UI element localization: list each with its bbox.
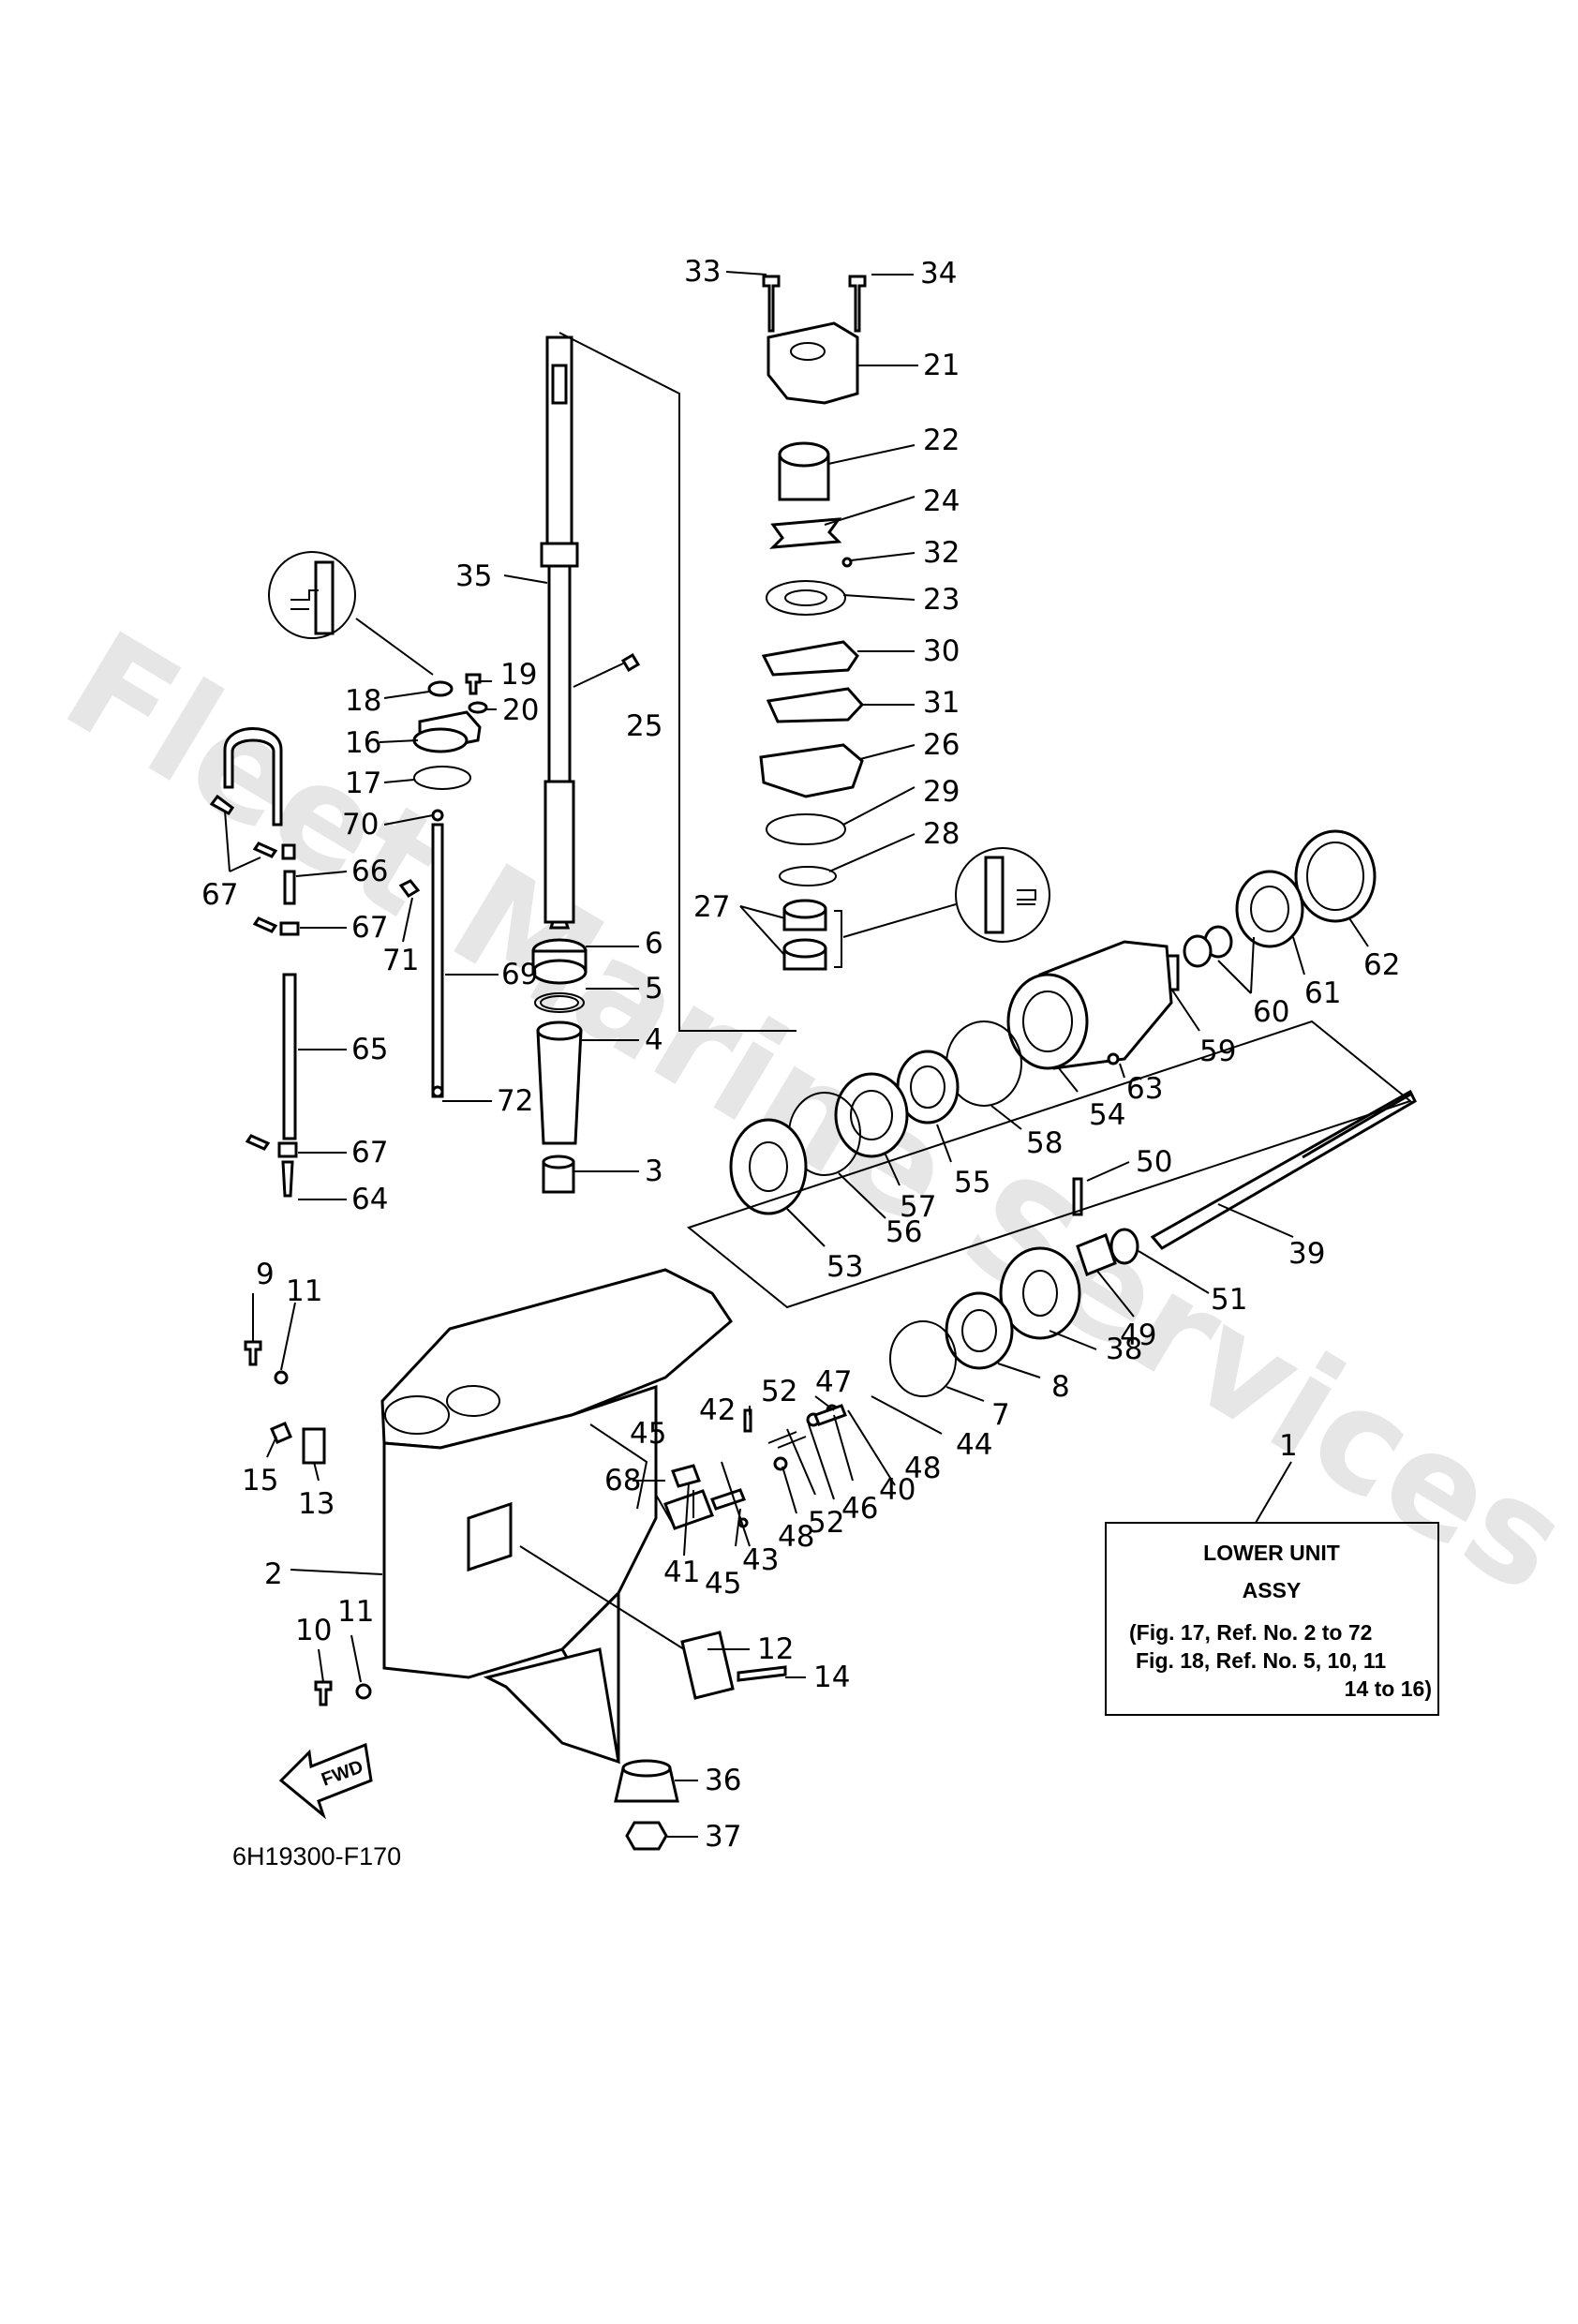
callout-67a: 67 (201, 878, 238, 912)
callout-27: 27 (693, 890, 730, 924)
callout-7: 7 (991, 1398, 1010, 1432)
callout-15: 15 (242, 1464, 278, 1497)
callout-38: 38 (1106, 1333, 1142, 1366)
info-box: LOWER UNIT ASSY (Fig. 17, Ref. No. 2 to … (1105, 1461, 1439, 1716)
callout-35: 35 (455, 559, 492, 593)
callout-68: 68 (604, 1464, 641, 1497)
callout-53: 53 (826, 1250, 863, 1284)
callout-44: 44 (956, 1428, 992, 1462)
callout-47: 47 (815, 1365, 852, 1399)
water-tube-group (209, 727, 300, 1198)
callout-9: 9 (256, 1258, 275, 1291)
callout-32: 32 (923, 536, 960, 570)
callout-21: 21 (923, 349, 960, 382)
callout-12: 12 (757, 1632, 794, 1666)
shift-rod-group (268, 551, 488, 1098)
callout-11b: 11 (337, 1595, 374, 1629)
callout-17: 17 (345, 767, 381, 800)
callout-48a: 48 (904, 1452, 941, 1485)
callout-10: 10 (295, 1614, 332, 1647)
callout-67c: 67 (351, 1136, 388, 1169)
callout-6: 6 (645, 927, 663, 961)
figure-caption: 6H19300-F170 (232, 1842, 401, 1870)
shift-mech-group (663, 1404, 847, 1530)
callout-56: 56 (886, 1215, 922, 1249)
callout-65: 65 (351, 1033, 388, 1066)
callout-31: 31 (923, 686, 960, 720)
callout-19: 19 (500, 658, 537, 692)
callout-30: 30 (923, 634, 960, 668)
callout-41: 41 (663, 1556, 700, 1589)
callout-24: 24 (923, 484, 960, 518)
callout-51: 51 (1211, 1283, 1247, 1317)
callout-54: 54 (1089, 1098, 1125, 1132)
callout-26: 26 (923, 728, 960, 762)
box-title: LOWER UNIT (1203, 1541, 1340, 1565)
callout-49: 49 (1120, 1318, 1156, 1352)
propeller-shaft-group (686, 829, 1417, 1397)
gear-case-group (244, 1268, 733, 1765)
callout-50: 50 (1136, 1145, 1172, 1179)
callout-1: 1 (1279, 1429, 1298, 1463)
callout-66: 66 (351, 855, 388, 888)
callout-55: 55 (954, 1166, 990, 1199)
callout-67b: 67 (351, 911, 388, 945)
callout-40: 40 (879, 1473, 916, 1507)
box-subtitle: ASSY (1243, 1578, 1302, 1602)
callout-20: 20 (502, 693, 539, 727)
callout-18: 18 (345, 684, 381, 718)
box-line3: 14 to 16) (1345, 1676, 1432, 1701)
callout-52b: 52 (808, 1506, 844, 1540)
callout-16: 16 (345, 726, 381, 760)
callout-5: 5 (645, 972, 663, 1006)
callout-62: 62 (1363, 948, 1400, 982)
driveshaft-group (531, 332, 796, 1194)
callout-22: 22 (923, 424, 960, 457)
callout-48b: 48 (778, 1520, 814, 1554)
water-pump-group (759, 275, 1050, 971)
leader-lines (224, 271, 1369, 1838)
callout-43: 43 (742, 1543, 779, 1577)
callout-72: 72 (497, 1084, 533, 1118)
callout-70: 70 (342, 808, 379, 842)
callout-57: 57 (900, 1190, 936, 1224)
callout-45a: 45 (630, 1417, 666, 1451)
callout-45b: 45 (705, 1567, 741, 1601)
callout-14: 14 (813, 1661, 850, 1694)
box-line1: (Fig. 17, Ref. No. 2 to 72 (1129, 1620, 1372, 1645)
fwd-arrow: FWD (278, 1742, 373, 1820)
callout-60: 60 (1253, 995, 1289, 1029)
callout-58: 58 (1026, 1126, 1063, 1160)
callout-69: 69 (501, 958, 538, 991)
callout-42: 42 (699, 1393, 736, 1427)
callout-59: 59 (1199, 1035, 1236, 1068)
callout-13: 13 (298, 1487, 335, 1521)
callout-36: 36 (705, 1764, 741, 1797)
callout-3: 3 (645, 1155, 663, 1188)
callout-71: 71 (382, 944, 419, 977)
callout-37: 37 (705, 1820, 741, 1854)
callout-39: 39 (1288, 1237, 1325, 1271)
callout-63: 63 (1126, 1072, 1163, 1106)
callout-52a: 52 (761, 1375, 797, 1408)
callout-2: 2 (264, 1557, 283, 1591)
callout-23: 23 (923, 583, 960, 617)
callout-25: 25 (626, 709, 662, 743)
callout-34: 34 (920, 257, 957, 290)
box-line2: Fig. 18, Ref. No. 5, 10, 11 (1136, 1648, 1386, 1673)
callout-4: 4 (645, 1023, 663, 1057)
callout-29: 29 (923, 775, 960, 809)
callout-28: 28 (923, 817, 960, 851)
callout-46: 46 (841, 1492, 878, 1526)
callout-8: 8 (1051, 1370, 1070, 1404)
callout-64: 64 (351, 1183, 388, 1216)
callout-numbers: 1 2 3 4 5 6 7 8 9 10 11 11 12 13 14 15 1… (201, 255, 1400, 1854)
callout-33: 33 (684, 255, 721, 289)
callout-61: 61 (1304, 976, 1341, 1010)
callout-11a: 11 (286, 1274, 322, 1308)
